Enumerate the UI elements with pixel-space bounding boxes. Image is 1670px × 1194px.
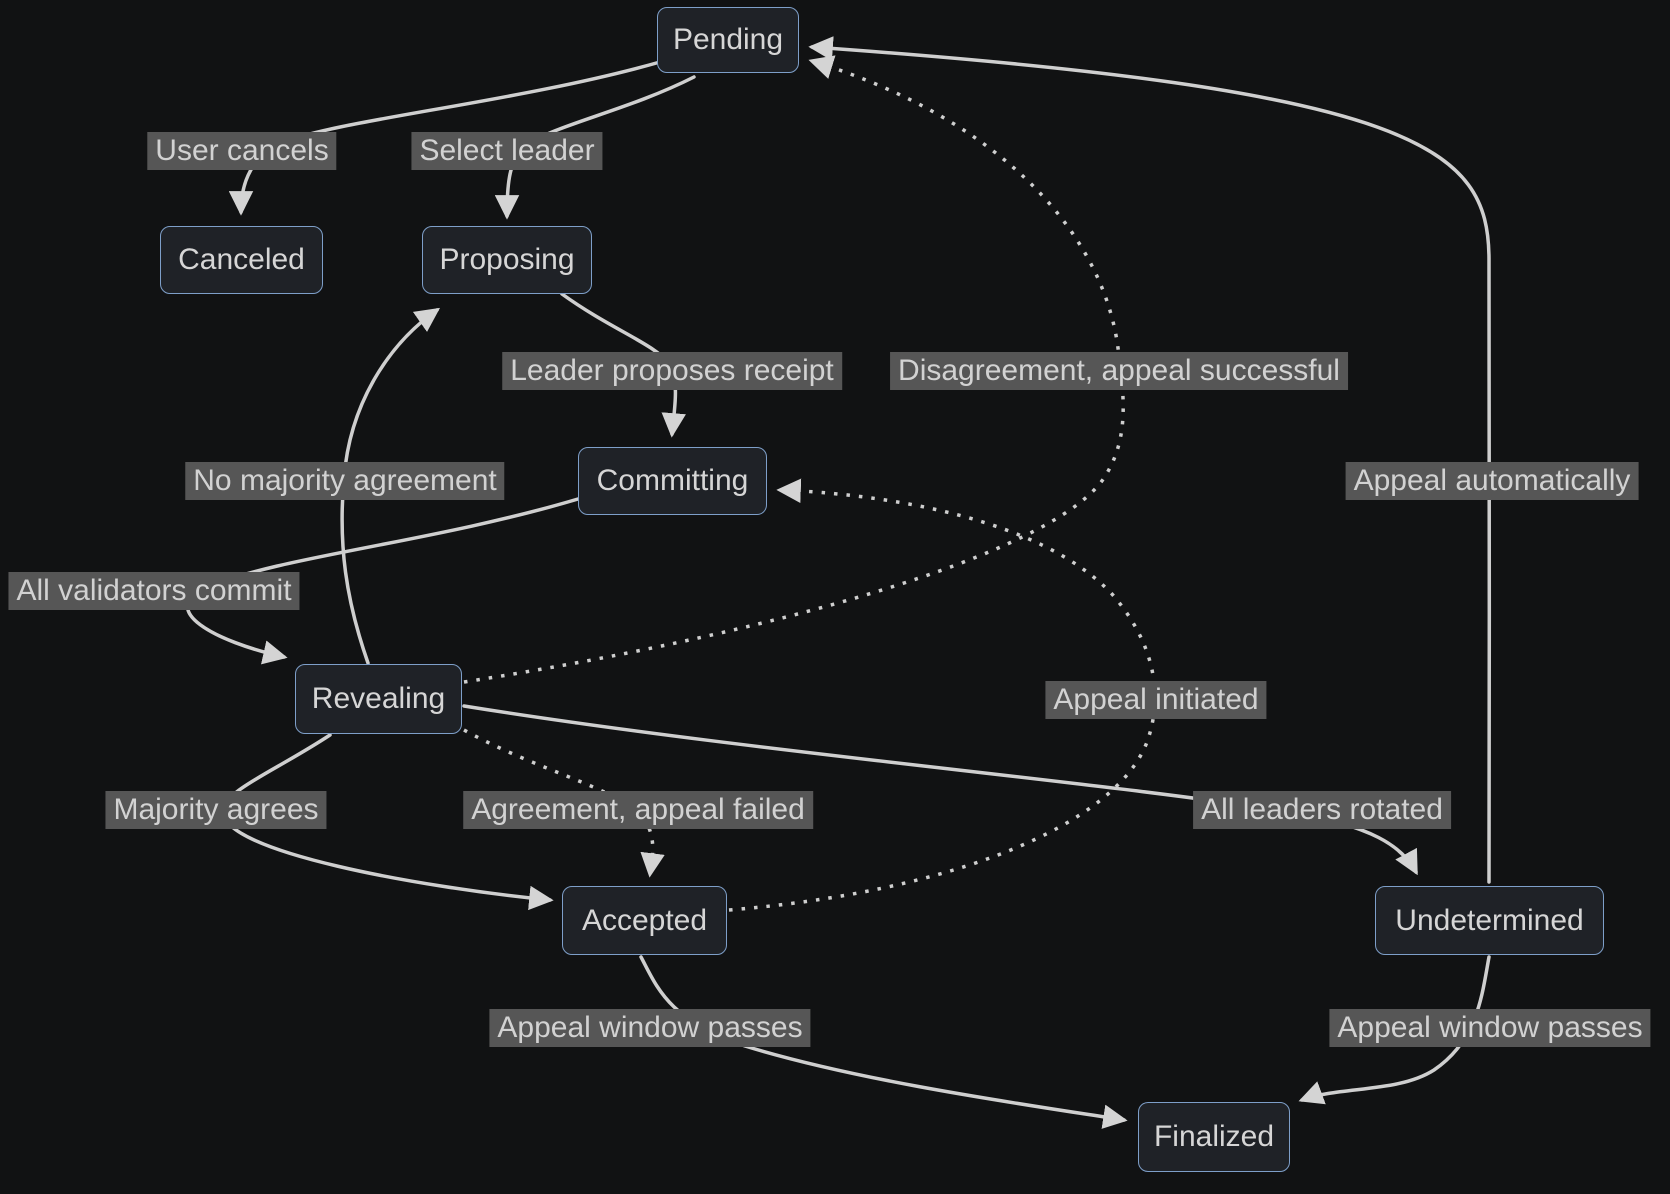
edge-label-appeal-window-passes-undetermined: Appeal window passes (1329, 1009, 1651, 1047)
edge-revealing-accepted-majority (221, 733, 554, 911)
state-node-finalized: Finalized (1138, 1102, 1290, 1172)
edge-revealing-undetermined (462, 704, 1418, 876)
edge-label-appeal-window-passes-accepted: Appeal window passes (489, 1009, 811, 1047)
state-node-undetermined: Undetermined (1375, 886, 1604, 955)
state-node-committing: Committing (578, 447, 767, 515)
state-node-canceled: Canceled (160, 226, 323, 294)
edge-label-majority-agrees: Majority agrees (105, 791, 327, 829)
edge-label-appeal-automatically: Appeal automatically (1345, 462, 1639, 500)
state-node-accepted: Accepted (562, 886, 727, 955)
edge-revealing-pending-disagreement (463, 55, 1125, 684)
edge-label-leader-proposes-receipt: Leader proposes receipt (502, 352, 842, 390)
state-node-revealing: Revealing (295, 664, 462, 734)
edge-pending-canceled (228, 60, 662, 216)
edge-label-appeal-initiated: Appeal initiated (1045, 681, 1267, 719)
edge-label-all-validators-commit: All validators commit (8, 572, 300, 610)
state-node-proposing: Proposing (422, 226, 592, 294)
edge-undetermined-finalized (1298, 955, 1491, 1105)
edge-label-no-majority-agreement: No majority agreement (185, 462, 505, 500)
edge-label-select-leader: Select leader (411, 132, 603, 170)
edge-label-all-leaders-rotated: All leaders rotated (1193, 791, 1451, 829)
edge-undetermined-pending-appeal-automatically (808, 36, 1492, 884)
edge-label-user-cancels: User cancels (147, 132, 337, 170)
edge-label-agreement-appeal-failed: Agreement, appeal failed (463, 791, 813, 829)
edge-label-disagreement-appeal-successful: Disagreement, appeal successful (890, 352, 1348, 390)
edge-accepted-finalized (639, 955, 1128, 1129)
state-node-pending: Pending (657, 7, 799, 73)
